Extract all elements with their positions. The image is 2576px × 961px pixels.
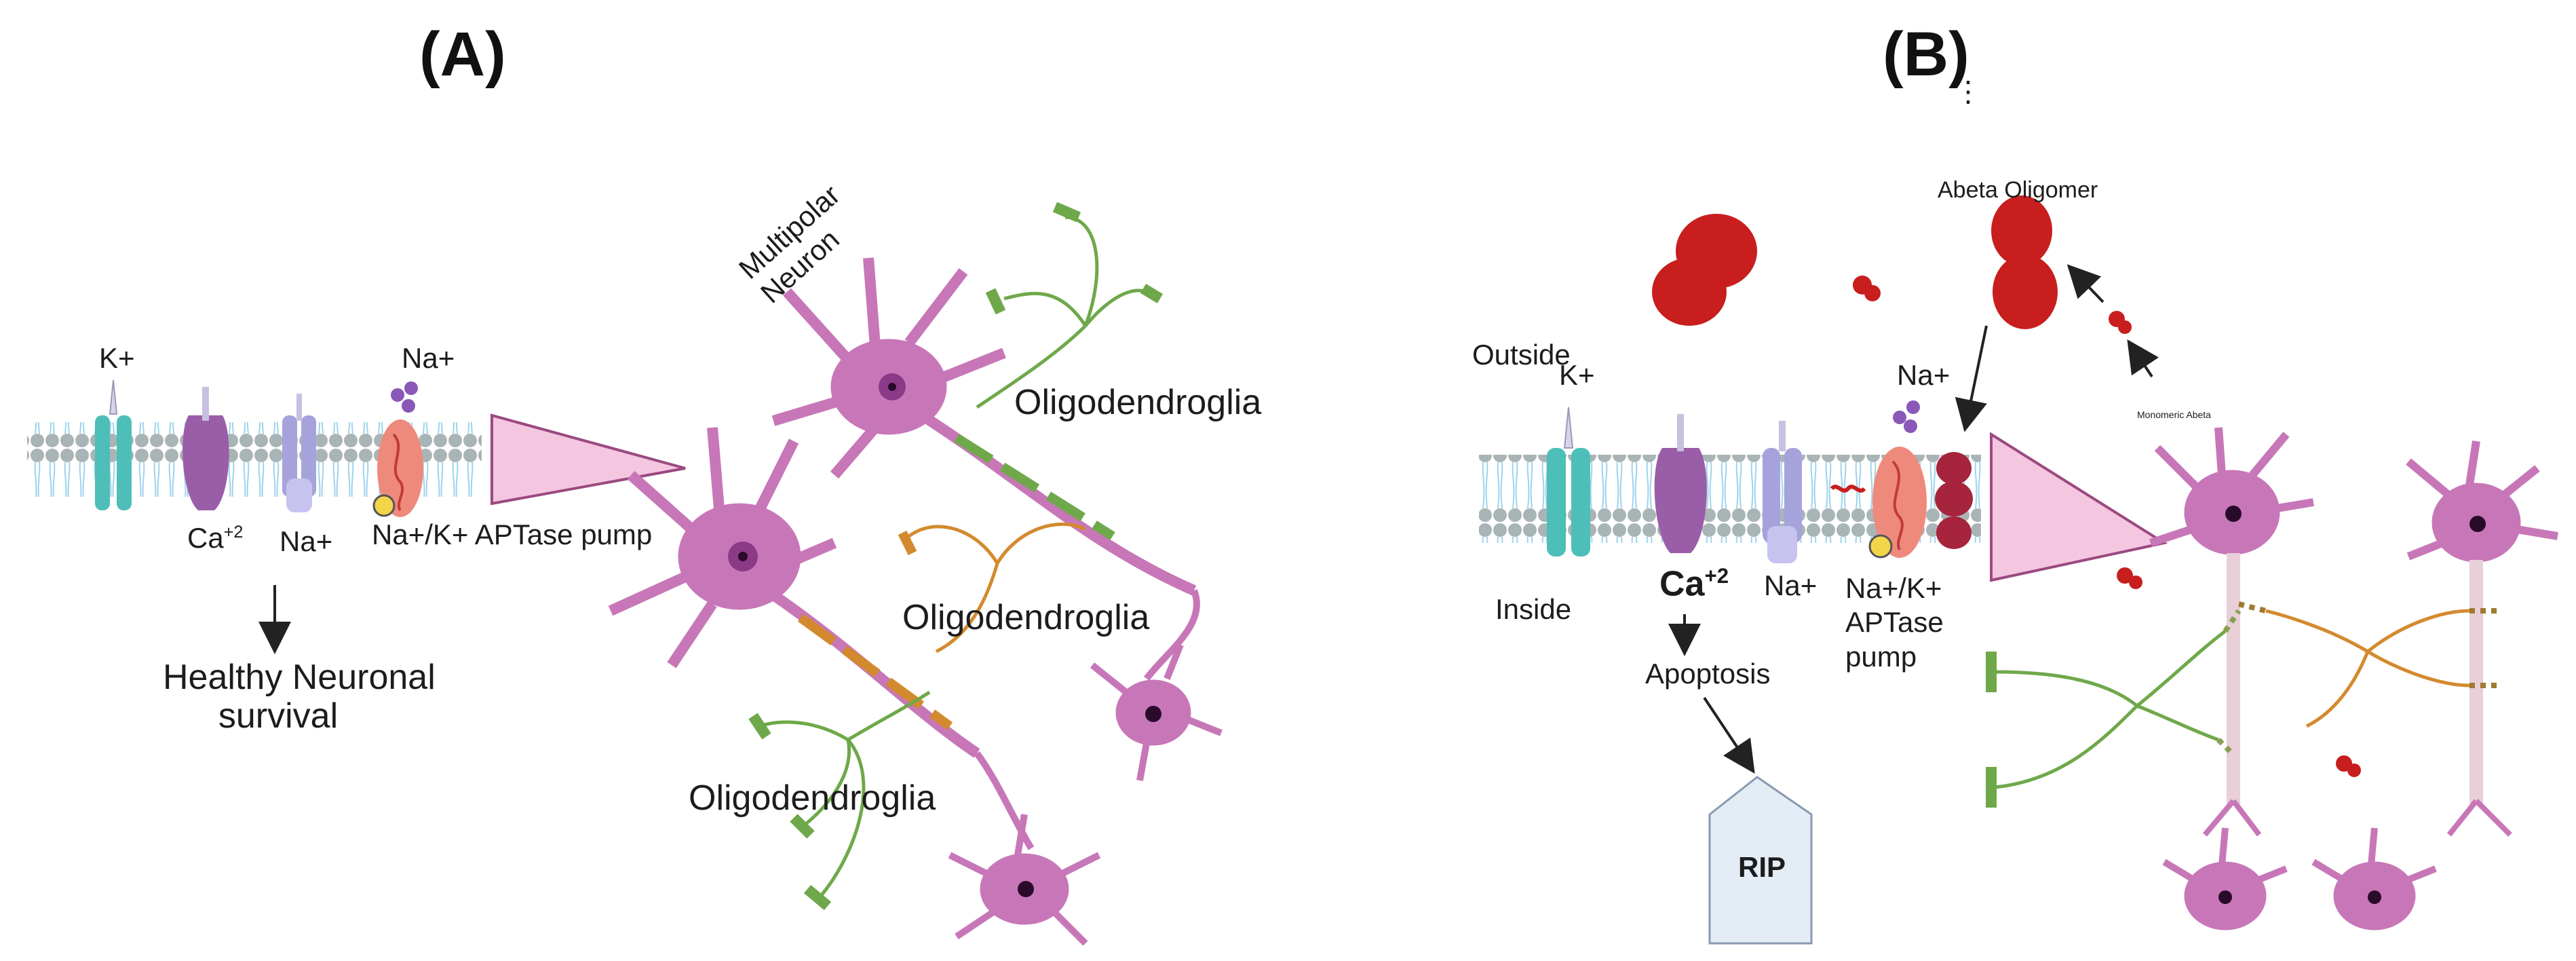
ca-ion-label-b: Ca+2 xyxy=(1659,564,1729,604)
neuron-network-b xyxy=(1986,427,2558,930)
ca-channel-a xyxy=(182,387,229,510)
oligodendroglia-label-2: Oligodendroglia xyxy=(902,598,1150,637)
amyloid-pore xyxy=(1935,452,1973,549)
na-k-pump-b xyxy=(1868,400,1927,559)
k-ion-label-b: K+ xyxy=(1559,359,1595,391)
outside-label: Outside xyxy=(1472,339,1571,371)
na-ion-label-b: Na+ xyxy=(1764,569,1818,601)
oligodendroglia-label-1: Oligodendroglia xyxy=(1014,383,1262,422)
panel-b-label: (B) xyxy=(1883,20,1969,89)
abeta-oligomer-label: Abeta Oligomer xyxy=(1938,177,2098,203)
ca-ion-label-a: Ca+2 xyxy=(187,522,244,554)
monomeric-abeta-label: Monomeric Abeta xyxy=(2137,409,2211,420)
neuron-network-a xyxy=(608,202,1223,946)
rip-label: RIP xyxy=(1738,851,1786,883)
na-channel-a xyxy=(282,394,316,512)
pump-label-b: Na+/K+ APTase pump xyxy=(1845,572,1944,673)
panel-a-label: (A) xyxy=(419,20,506,89)
na-ion-label-a: Na+ xyxy=(280,525,333,557)
top-mark: ⋮ xyxy=(1954,75,1982,107)
inside-label: Inside xyxy=(1495,593,1572,625)
zoom-wedge-a xyxy=(491,413,686,506)
ca-channel-b xyxy=(1654,414,1707,553)
na-ion-top-label-a: Na+ xyxy=(402,342,455,374)
na-ion-top-label-b: Na+ xyxy=(1897,359,1950,391)
panel-a xyxy=(27,202,1223,946)
k-channel-b xyxy=(1547,407,1590,557)
apoptosis-label: Apoptosis xyxy=(1645,658,1771,690)
rip-tombstone xyxy=(1708,776,1813,945)
zoom-wedge-b xyxy=(1990,432,2168,582)
oligodendroglia-label-3: Oligodendroglia xyxy=(689,778,936,818)
pump-label-a: Na+/K+ APTase pump xyxy=(372,519,653,550)
na-channel-b xyxy=(1763,421,1802,563)
amyloid-oligomers xyxy=(1652,195,2361,777)
k-channel-a xyxy=(95,379,132,510)
k-ion-label-a: K+ xyxy=(99,342,135,374)
na-k-pump-a xyxy=(372,381,423,517)
healthy-survival-label: Healthy Neuronal survival xyxy=(163,658,436,736)
panel-b xyxy=(1479,195,2558,945)
